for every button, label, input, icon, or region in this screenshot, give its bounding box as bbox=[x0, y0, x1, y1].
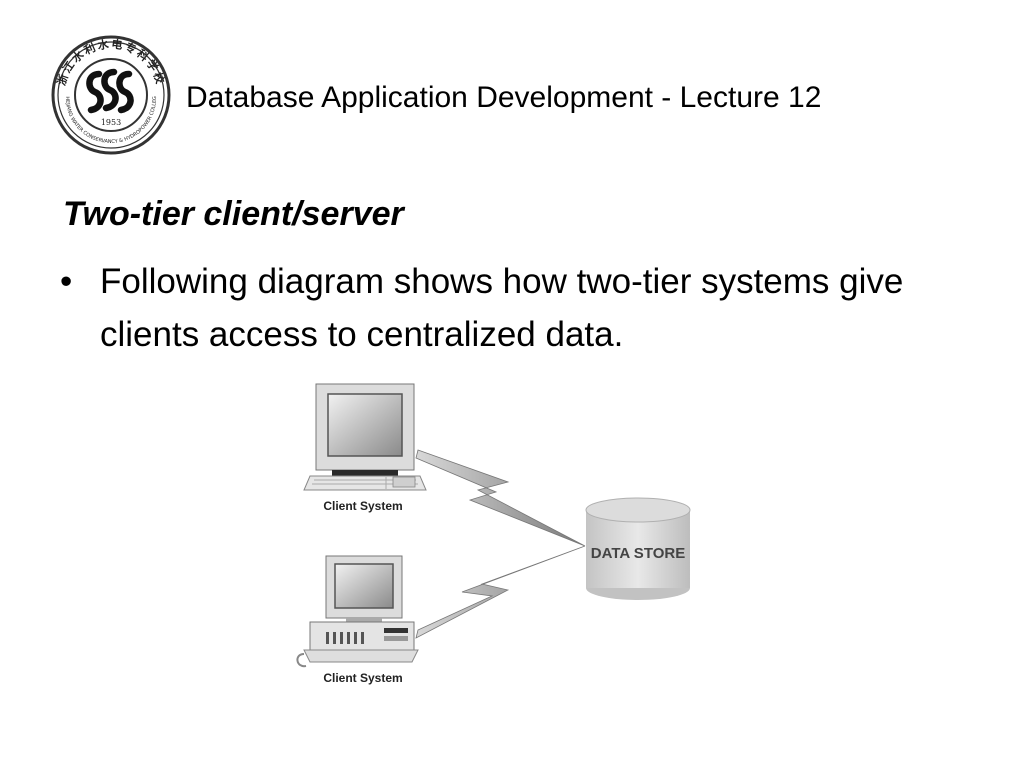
wave-emblem-icon bbox=[86, 68, 134, 114]
bullet-item: • Following diagram shows how two-tier s… bbox=[60, 255, 980, 361]
page-title: Database Application Development - Lectu… bbox=[186, 81, 822, 114]
data-store-label: DATA STORE bbox=[591, 545, 685, 562]
client-computer-bottom-icon bbox=[296, 555, 419, 668]
data-store-cylinder-icon bbox=[585, 497, 691, 600]
bullet-dot-icon: • bbox=[60, 262, 73, 301]
client-system-label-top: Client System bbox=[323, 499, 402, 513]
two-tier-diagram: Client System Client System bbox=[296, 383, 691, 685]
connection-bolt-top-icon bbox=[415, 449, 586, 547]
client-system-label-bottom: Client System bbox=[323, 671, 402, 685]
client-computer-top-icon bbox=[303, 383, 427, 491]
bullet-text: Following diagram shows how two-tier sys… bbox=[100, 262, 904, 354]
college-seal-logo-icon: 浙江水利水电专科学校 ZHEJIANG WATER CONSERVANCY & … bbox=[50, 34, 171, 155]
logo-year: 1953 bbox=[101, 118, 121, 127]
connection-bolt-bottom-icon bbox=[415, 545, 586, 639]
section-heading: Two-tier client/server bbox=[63, 195, 404, 233]
